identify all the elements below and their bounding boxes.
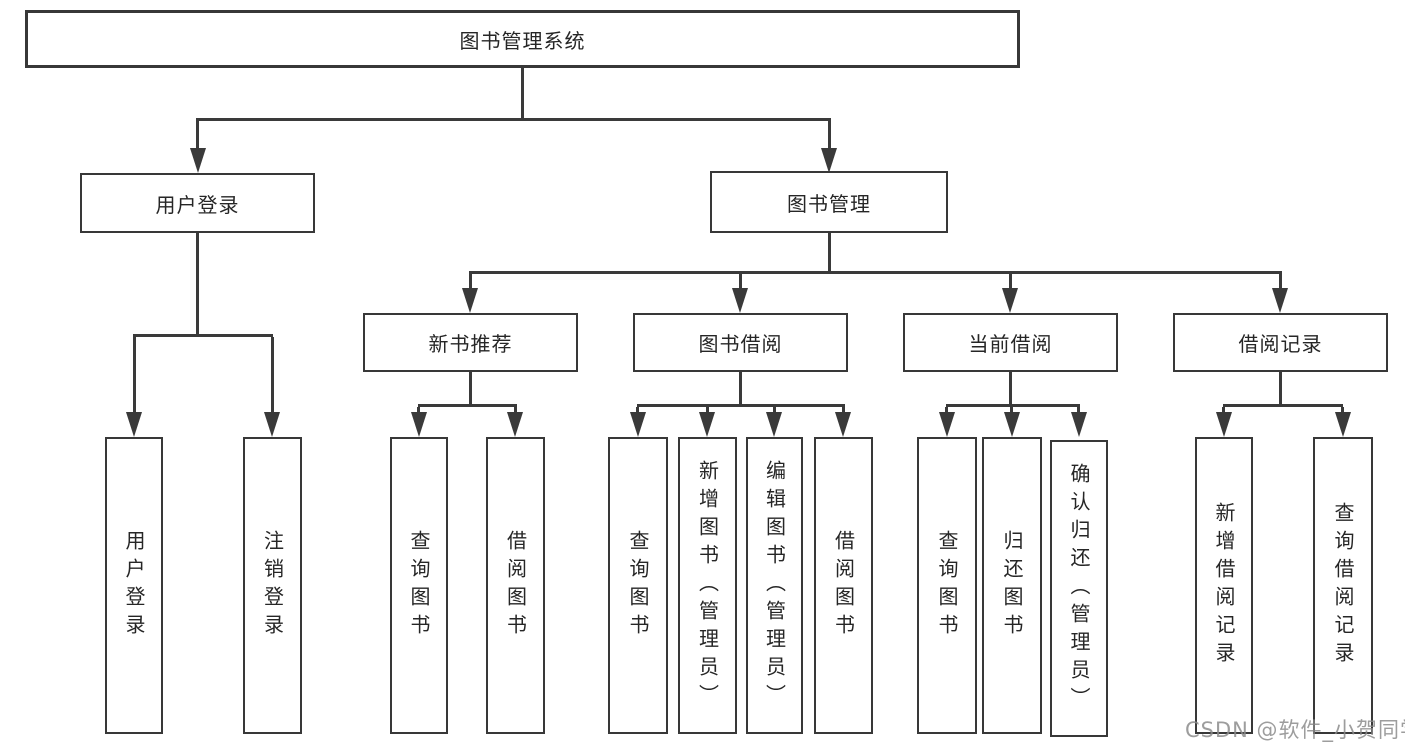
connector-line (1341, 407, 1344, 412)
connector-line (469, 271, 1282, 274)
arrow-down-icon (507, 412, 523, 437)
connector-line (946, 404, 1080, 407)
leaf-edit-books-admin-label: 编辑图书（管理员） (762, 459, 787, 712)
connector-line (1077, 407, 1080, 412)
node-book-borrow-label: 图书借阅 (698, 332, 783, 356)
connector-line (773, 407, 776, 412)
leaf-confirm-return-admin: 确认归还（管理员） (1050, 440, 1108, 737)
arrow-down-icon (630, 412, 646, 437)
connector-line (469, 274, 472, 288)
leaf-add-books-admin-label: 新增图书（管理员） (695, 459, 720, 712)
leaf-borrow-books-recommend-label: 借阅图书 (503, 529, 528, 642)
connector-line (1223, 404, 1343, 407)
connector-line (271, 337, 274, 412)
leaf-query-books-recommend-label: 查询图书 (407, 529, 431, 642)
connector-line (1279, 372, 1282, 407)
connector-line (514, 407, 517, 412)
connector-line (636, 407, 639, 412)
connector-line (196, 118, 831, 121)
connector-line (828, 121, 831, 148)
connector-line (739, 372, 742, 407)
connector-line (1279, 274, 1282, 288)
arrow-down-icon (1216, 412, 1232, 437)
leaf-borrow-books-recommend: 借阅图书 (486, 437, 545, 734)
connector-line (196, 121, 199, 148)
node-borrow-records-label: 借阅记录 (1238, 332, 1323, 356)
leaf-borrow-books-label: 借阅图书 (831, 529, 856, 642)
arrow-down-icon (190, 148, 206, 173)
node-book-management-label: 图书管理 (787, 191, 871, 216)
node-current-borrow: 当前借阅 (903, 313, 1118, 372)
arrow-down-icon (821, 148, 837, 173)
leaf-edit-books-admin: 编辑图书（管理员） (746, 437, 803, 734)
connector-line (418, 404, 517, 407)
node-user-login: 用户登录 (80, 173, 315, 233)
node-new-book-recommend: 新书推荐 (363, 313, 578, 372)
connector-line (469, 372, 472, 407)
connector-line (1010, 407, 1013, 412)
arrow-down-icon (1002, 288, 1018, 313)
connector-line (842, 407, 845, 412)
arrow-down-icon (264, 412, 280, 437)
arrow-down-icon (766, 412, 782, 437)
node-root-label: 图书管理系统 (459, 28, 586, 53)
connector-line (706, 407, 709, 412)
arrow-down-icon (699, 412, 715, 437)
connector-line (1009, 372, 1012, 407)
leaf-query-books-current-label: 查询图书 (935, 529, 959, 642)
arrow-down-icon (462, 288, 478, 313)
node-new-book-recommend-label: 新书推荐 (428, 332, 513, 356)
arrow-down-icon (411, 412, 427, 437)
leaf-query-books-current: 查询图书 (917, 437, 977, 734)
arrow-down-icon (1272, 288, 1288, 313)
arrow-down-icon (835, 412, 851, 437)
connector-line (133, 334, 273, 337)
node-root: 图书管理系统 (25, 10, 1020, 68)
leaf-add-books-admin: 新增图书（管理员） (678, 437, 737, 734)
leaf-return-books: 归还图书 (982, 437, 1042, 734)
connector-line (739, 274, 742, 288)
leaf-query-books-borrow: 查询图书 (608, 437, 668, 734)
connector-line (1222, 407, 1225, 412)
leaf-return-books-label: 归还图书 (1000, 529, 1024, 642)
node-borrow-records: 借阅记录 (1173, 313, 1388, 372)
leaf-query-books-recommend: 查询图书 (390, 437, 448, 734)
arrow-down-icon (126, 412, 142, 437)
node-current-borrow-label: 当前借阅 (968, 332, 1053, 356)
leaf-confirm-return-admin-label: 确认归还（管理员） (1067, 462, 1091, 715)
arrow-down-icon (732, 288, 748, 313)
leaf-user-login: 用户登录 (105, 437, 163, 734)
connector-line (133, 337, 136, 412)
leaf-logout: 注销登录 (243, 437, 302, 734)
connector-line (1009, 274, 1012, 288)
leaf-query-borrow-record-label: 查询借阅记录 (1331, 501, 1355, 670)
node-user-login-label: 用户登录 (155, 192, 240, 217)
leaf-query-books-borrow-label: 查询图书 (626, 529, 650, 642)
connector-line (196, 233, 199, 337)
arrow-down-icon (1004, 412, 1020, 437)
leaf-add-borrow-record-label: 新增借阅记录 (1212, 501, 1236, 670)
connector-line (637, 404, 845, 407)
leaf-query-borrow-record: 查询借阅记录 (1313, 437, 1373, 734)
leaf-borrow-books: 借阅图书 (814, 437, 873, 734)
leaf-add-borrow-record: 新增借阅记录 (1195, 437, 1253, 734)
watermark: CSDN @软件_小贺同学 (1185, 718, 1405, 742)
leaf-user-login-label: 用户登录 (122, 529, 146, 642)
connector-line (945, 407, 948, 412)
leaf-logout-label: 注销登录 (260, 529, 285, 642)
arrow-down-icon (1071, 412, 1087, 437)
connector-line (828, 233, 831, 274)
connector-line (417, 407, 420, 412)
arrow-down-icon (1335, 412, 1351, 437)
connector-line (521, 68, 524, 121)
node-book-borrow: 图书借阅 (633, 313, 848, 372)
node-book-management: 图书管理 (710, 171, 948, 233)
arrow-down-icon (939, 412, 955, 437)
